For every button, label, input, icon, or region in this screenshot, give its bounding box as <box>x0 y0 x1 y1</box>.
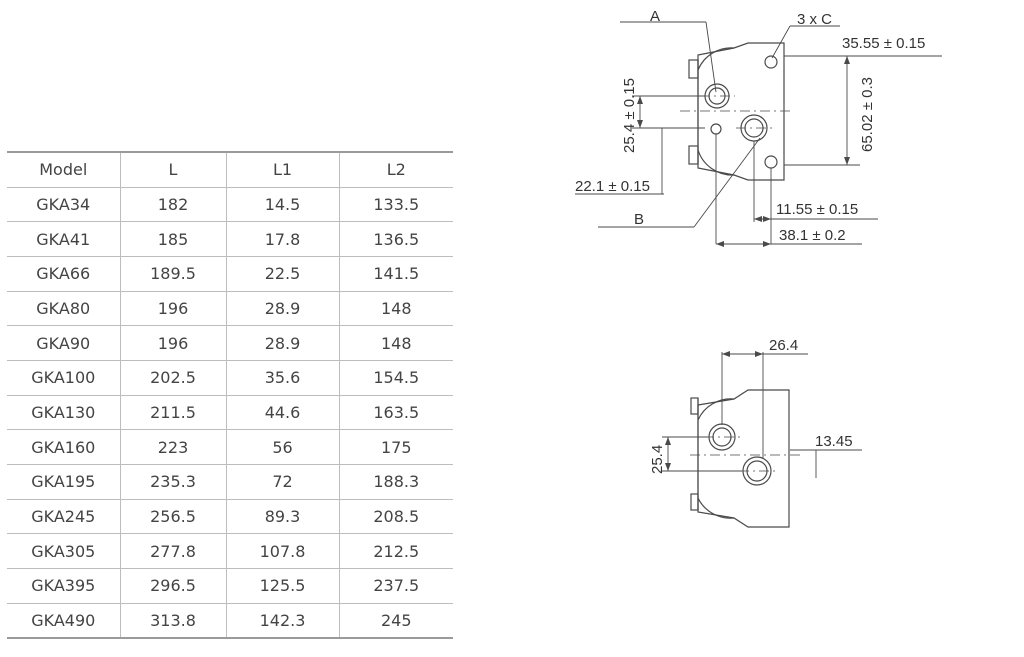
cell-model: GKA245 <box>7 499 120 535</box>
cell-l1: 44.6 <box>225 395 339 431</box>
header-model: Model <box>7 151 120 188</box>
cell-l: 182 <box>119 187 226 223</box>
cell-l2: 188.3 <box>338 464 453 500</box>
cell-model: GKA100 <box>7 360 120 396</box>
cell-l: 296.5 <box>119 568 226 604</box>
cell-model: GKA90 <box>7 325 120 361</box>
cell-l: 211.5 <box>119 395 226 431</box>
header-l1: L1 <box>225 151 339 188</box>
dim-11-55: 11.55 ± 0.15 <box>776 201 858 218</box>
cell-l2: 175 <box>338 429 453 465</box>
cell-model: GKA305 <box>7 533 120 570</box>
cell-l1: 17.8 <box>225 221 339 257</box>
cell-l: 235.3 <box>119 464 226 500</box>
dim-25-4-tol: 25.4 ± 0.15 <box>621 78 638 153</box>
cell-l: 185 <box>119 221 226 257</box>
cell-l: 202.5 <box>119 360 226 396</box>
cell-l: 196 <box>119 291 226 327</box>
cell-l: 196 <box>119 325 226 361</box>
bottom-view-body <box>690 389 790 528</box>
cell-l1: 28.9 <box>225 291 339 327</box>
cell-l1: 35.6 <box>225 360 339 396</box>
cell-model: GKA490 <box>7 603 120 639</box>
cell-l1: 22.5 <box>225 256 339 292</box>
cell-l2: 136.5 <box>338 221 453 257</box>
cell-l2: 163.5 <box>338 395 453 431</box>
dim-35-55: 35.55 ± 0.15 <box>842 35 925 52</box>
cell-l2: 237.5 <box>338 568 453 604</box>
cell-l2: 245 <box>338 603 453 639</box>
cell-model: GKA34 <box>7 187 120 223</box>
dim-65-02: 65.02 ± 0.3 <box>859 77 876 152</box>
cell-l2: 133.5 <box>338 187 453 223</box>
header-l: L <box>119 151 226 188</box>
cell-model: GKA130 <box>7 395 120 431</box>
cell-l1: 28.9 <box>225 325 339 361</box>
bottom-view-ports <box>708 423 772 486</box>
cell-l1: 72 <box>225 464 339 500</box>
cell-model: GKA66 <box>7 256 120 292</box>
cell-l1: 56 <box>225 429 339 465</box>
cell-l2: 148 <box>338 291 453 327</box>
cell-model: GKA160 <box>7 429 120 465</box>
cell-model: GKA195 <box>7 464 120 500</box>
dim-38-1: 38.1 ± 0.2 <box>779 227 846 244</box>
dim-13-45: 13.45 <box>815 433 853 450</box>
label-b: B <box>634 211 644 228</box>
label-a: A <box>650 8 660 25</box>
cell-l: 223 <box>119 429 226 465</box>
cell-l2: 148 <box>338 325 453 361</box>
dim-25-4: 25.4 <box>649 445 666 474</box>
cell-l1: 142.3 <box>225 603 339 639</box>
dim-26-4: 26.4 <box>769 337 798 354</box>
table-header-row: Model L L1 L2 <box>7 151 453 188</box>
cell-l2: 208.5 <box>338 499 453 535</box>
cell-l1: 125.5 <box>225 568 339 604</box>
cell-l: 277.8 <box>119 533 226 570</box>
cell-model: GKA41 <box>7 221 120 257</box>
cell-l2: 154.5 <box>338 360 453 396</box>
cell-l1: 107.8 <box>225 533 339 570</box>
header-l2: L2 <box>338 151 453 188</box>
cell-model: GKA395 <box>7 568 120 604</box>
cell-l: 189.5 <box>119 256 226 292</box>
cell-l2: 141.5 <box>338 256 453 292</box>
cell-l: 256.5 <box>119 499 226 535</box>
dim-22-1: 22.1 ± 0.15 <box>575 178 650 195</box>
cell-l: 313.8 <box>119 603 226 639</box>
top-view-body <box>688 42 785 181</box>
label-3xc: 3 x C <box>797 11 832 28</box>
cell-l1: 14.5 <box>225 187 339 223</box>
cell-l2: 212.5 <box>338 533 453 570</box>
cell-l1: 89.3 <box>225 499 339 535</box>
cell-model: GKA80 <box>7 291 120 327</box>
